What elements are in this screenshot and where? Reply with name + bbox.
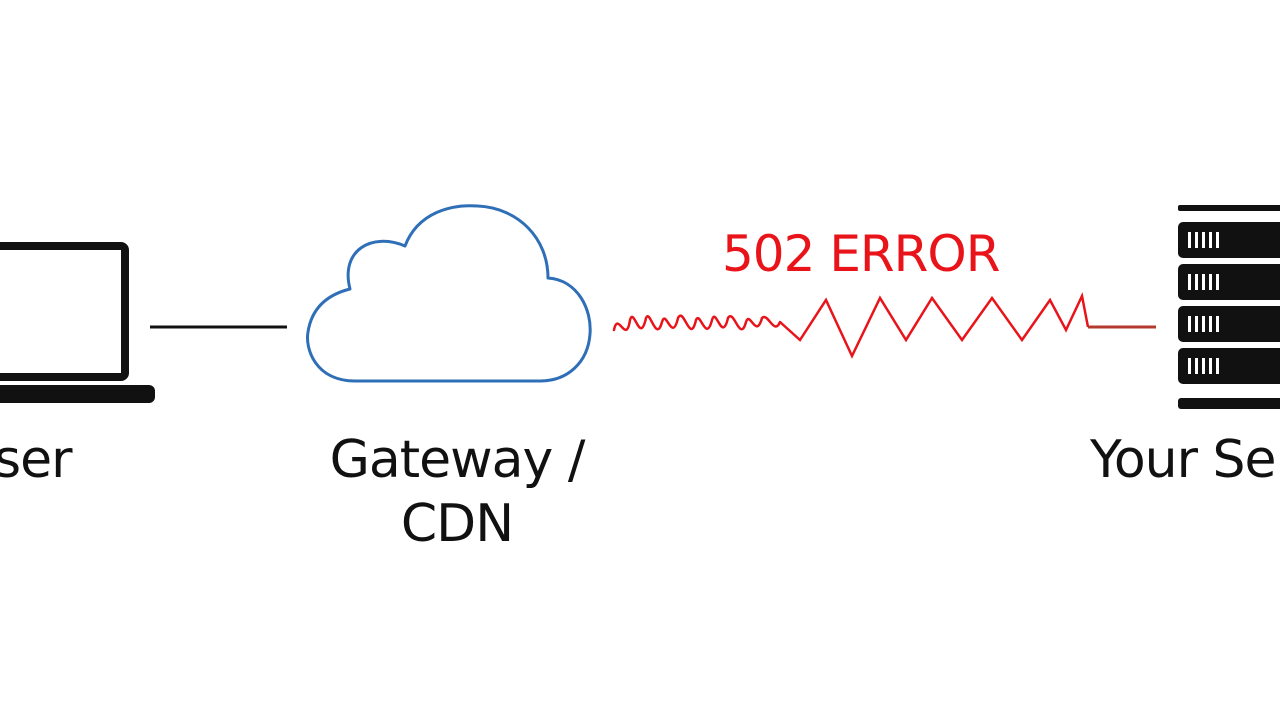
server-vent-slot (1188, 316, 1191, 332)
server-rack-icon (1178, 205, 1280, 409)
user-label: ser (0, 430, 72, 490)
server-vent-slot (1202, 232, 1205, 248)
server-vent-slot (1209, 316, 1212, 332)
server-vent-slot (1195, 358, 1198, 374)
connection-gateway-server (612, 292, 1156, 359)
server-vent-slot (1195, 232, 1198, 248)
server-vent-slot (1202, 358, 1205, 374)
server-vent-slot (1209, 232, 1212, 248)
error-squiggle (612, 314, 782, 332)
server-vent-slot (1209, 358, 1212, 374)
server-vent-slot (1216, 316, 1219, 332)
error-zigzag (779, 292, 1090, 359)
laptop-icon (0, 242, 155, 403)
server-vent-slot (1216, 274, 1219, 290)
server-vent-slot (1195, 274, 1198, 290)
server-vent-slot (1209, 274, 1212, 290)
server-vent-slot (1216, 232, 1219, 248)
gateway-label: Gateway / CDN (329, 430, 586, 554)
server-vent-slot (1195, 316, 1198, 332)
server-label: Your Se (1090, 430, 1277, 490)
server-vent-slot (1216, 358, 1219, 374)
server-vent-slot (1188, 358, 1191, 374)
cloud-icon (306, 204, 592, 383)
server-vent-slot (1202, 316, 1205, 332)
error-label: 502 ERROR (722, 225, 1000, 283)
server-vent-slot (1202, 274, 1205, 290)
server-vent-slot (1188, 232, 1191, 248)
server-vent-slot (1188, 274, 1191, 290)
